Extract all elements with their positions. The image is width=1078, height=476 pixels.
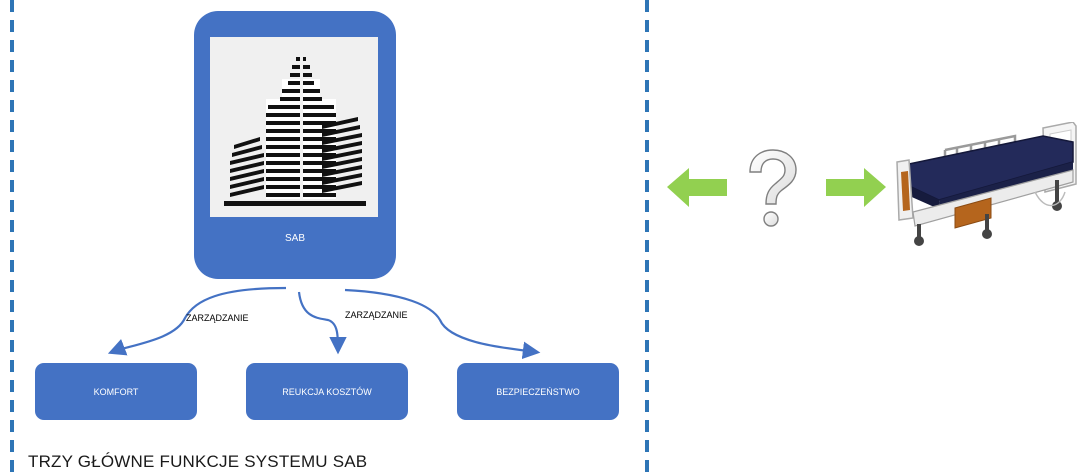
sab-label: SAB [284, 233, 305, 244]
edge-to-koszty [297, 291, 347, 355]
diagram-caption: TRZY GŁÓWNE FUNKCJE SYSTEMU SAB [28, 452, 368, 471]
left-dashed-divider [10, 0, 14, 476]
function-box-bezpieczenstwo: BEZPIECZEŃSTWO [457, 363, 619, 420]
arrow-left-icon [667, 168, 727, 207]
question-mark-icon [749, 149, 797, 227]
arrow-right-icon [826, 168, 886, 207]
edge-label-left: ZARZĄDZANIE [186, 313, 249, 323]
middle-dashed-divider [645, 0, 649, 476]
function-box-komfort: KOMFORT [35, 363, 197, 420]
hospital-bed-icon [896, 122, 1077, 246]
edge-to-komfort [107, 286, 287, 356]
edge-to-bezpieczenstwo [344, 288, 541, 360]
function-box-redukcja-kosztow: REUKCJA KOSZTÓW [246, 363, 408, 420]
sab-node: SAB [194, 11, 396, 279]
skyscrapers-icon [210, 37, 378, 217]
edge-label-middle: ZARZĄDZANIE [345, 310, 408, 320]
